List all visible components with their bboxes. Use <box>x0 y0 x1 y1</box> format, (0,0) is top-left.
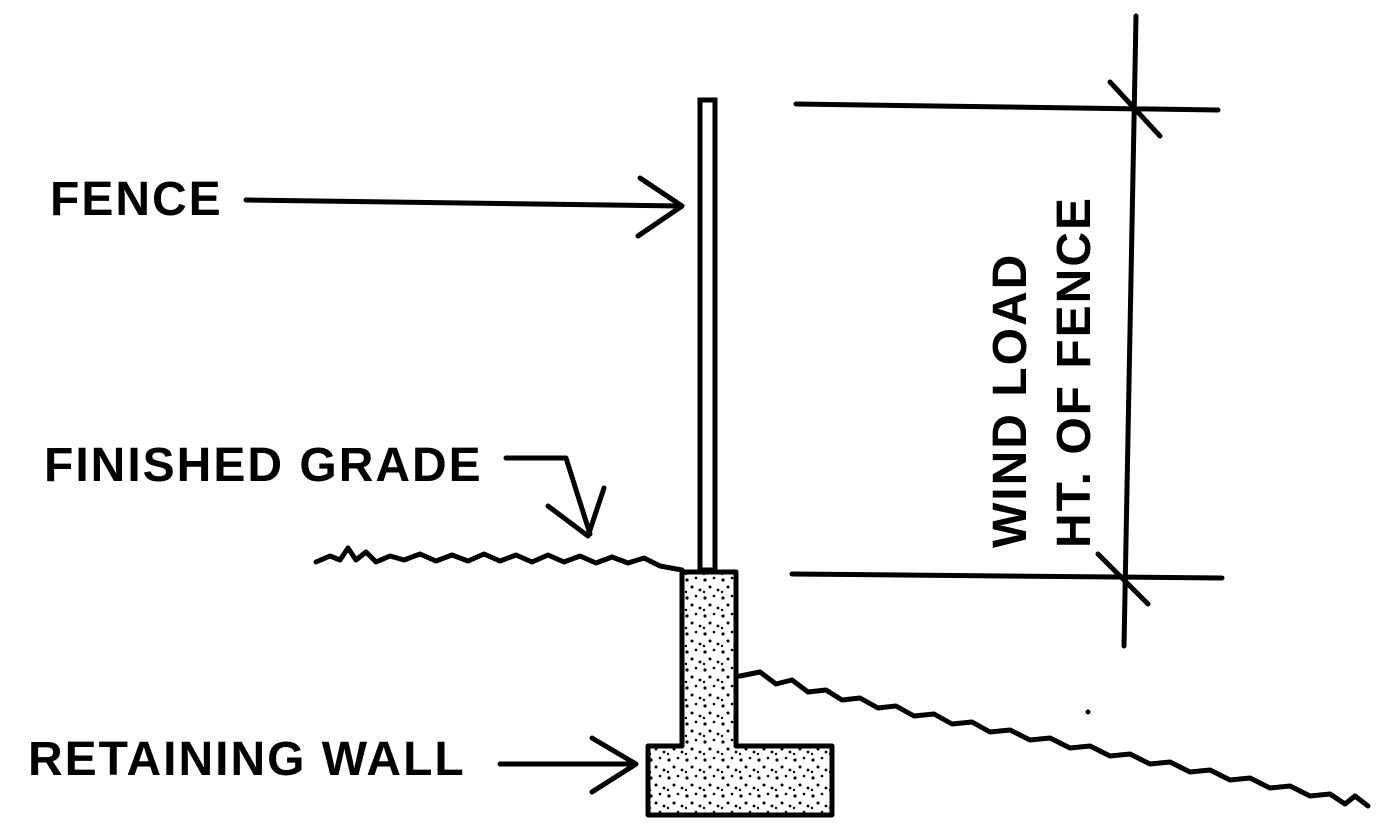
finished-grade-label: FINISHED GRADE <box>44 439 483 492</box>
dimension-line-top <box>793 101 1221 113</box>
ht-of-fence-label: HT. OF FENCE <box>1048 196 1101 548</box>
retaining-wall-shape <box>645 569 835 818</box>
fence-label: FENCE <box>50 173 223 226</box>
retaining-wall-label: RETAINING WALL <box>28 733 466 786</box>
finished-grade-arrow <box>503 455 607 539</box>
dimension-line-bottom <box>789 571 1225 581</box>
dimension-tick-top <box>1107 79 1163 139</box>
wind-load-label: WIND LOAD <box>984 253 1037 548</box>
dimension-line-vertical <box>1121 13 1139 649</box>
finished-grade-line <box>313 545 685 573</box>
retaining-wall-arrow <box>497 735 639 795</box>
stray-dot <box>1085 709 1091 715</box>
lower-grade-line <box>737 669 1371 809</box>
dimension-tick-bottom <box>1095 551 1151 607</box>
fence-arrow <box>243 175 685 239</box>
fence-post <box>697 97 718 573</box>
